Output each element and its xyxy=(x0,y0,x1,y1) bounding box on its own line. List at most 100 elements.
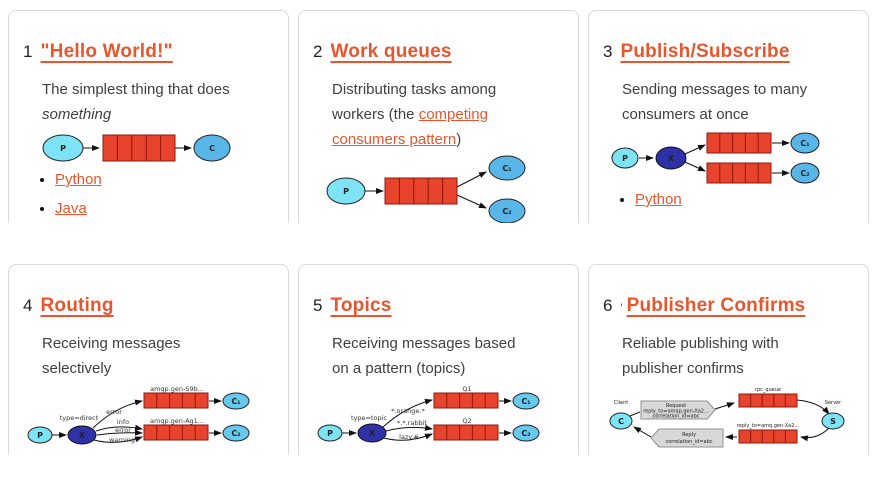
queue2-name-label: Q2 xyxy=(462,417,471,425)
producer-ellipse xyxy=(317,424,343,442)
description-emphasis: something xyxy=(42,106,112,123)
routing-diagram: amqp.gen-S9b... amqp.gen-Ag1... type=dir… xyxy=(27,385,250,445)
tutorial-description: Receiving messages based on a pattern (t… xyxy=(332,331,534,381)
tutorial-number: 6 xyxy=(603,296,613,315)
card-clip-6: 6 ' Publisher Confirms Reliable publishi… xyxy=(588,264,871,455)
publisher-confirms-diagram: Client Server rpc_queue reply_to=amq.gen… xyxy=(609,387,845,448)
description-text: The simplest thing that does xyxy=(42,81,230,98)
tutorial-number: 3 xyxy=(603,42,613,61)
queue2-name-label: amqp.gen-Ag1... xyxy=(150,417,204,425)
consumer2-ellipse xyxy=(790,162,820,184)
client-name-label: Client xyxy=(614,400,629,406)
consumer2-ellipse xyxy=(488,198,526,223)
binding-label: warning xyxy=(109,436,135,444)
producer-label: P xyxy=(343,187,349,196)
consumer1-label: C₁ xyxy=(502,164,512,173)
request-correlation-id: correlation_id=abc xyxy=(652,414,699,420)
consumer2-ellipse xyxy=(512,424,540,442)
python-link[interactable]: Python xyxy=(635,191,682,208)
list-item: Java xyxy=(55,200,288,217)
arrow xyxy=(456,194,487,209)
consumer2-label: C₂ xyxy=(800,169,810,178)
list-item: Python xyxy=(55,171,288,188)
producer-label: P xyxy=(622,154,628,163)
card-clip-3: 3 Publish/Subscribe Sending messages to … xyxy=(588,10,871,223)
exchange-ellipse xyxy=(655,146,687,170)
hello-world-diagram: P C xyxy=(42,134,231,162)
server-ellipse xyxy=(821,412,845,430)
arrow xyxy=(456,171,487,188)
binding-arrow xyxy=(96,429,143,436)
tutorial-number: 1 xyxy=(23,42,33,61)
description-text: Receiving messages selectively xyxy=(42,335,181,377)
tutorial-description: Distributing tasks among workers (the co… xyxy=(332,77,534,152)
tutorial-title-link[interactable]: Routing xyxy=(40,295,114,316)
description-text: Sending messages to many consumers at on… xyxy=(622,81,808,123)
producer-ellipse xyxy=(42,134,84,162)
tutorial-description: The simplest thing that does something xyxy=(42,77,244,127)
card-clip-1: 1 "Hello World!" The simplest thing that… xyxy=(8,10,291,223)
description-text: Reliable publishing with publisher confi… xyxy=(622,335,779,377)
binding-label: error xyxy=(115,426,131,434)
arrow xyxy=(796,399,830,415)
language-links: Python Java xyxy=(635,191,868,223)
queue-icon xyxy=(433,392,499,409)
queue-icon xyxy=(143,424,209,441)
java-link[interactable]: Java xyxy=(55,200,87,217)
reply-correlation-id: correlation_id=abc xyxy=(665,439,712,445)
request-title: Request xyxy=(666,403,686,409)
exchange-type-label: type=topic xyxy=(351,414,387,422)
description-text: ) xyxy=(456,131,462,148)
consumer-ellipse xyxy=(193,134,231,162)
consumer1-label: C₁ xyxy=(800,139,810,148)
binding-arrow xyxy=(92,399,143,429)
tutorial-description: Sending messages to many consumers at on… xyxy=(622,77,824,127)
arrow xyxy=(684,161,706,172)
exchange-label: X xyxy=(369,429,376,438)
tutorial-title-link[interactable]: Publish/Subscribe xyxy=(620,41,790,62)
tutorial-card-work-queues: 2 Work queues Distributing tasks among w… xyxy=(298,10,579,223)
description-text: Distributing tasks among workers (the xyxy=(332,81,497,123)
producer-label: P xyxy=(37,431,43,440)
consumer2-label: C₂ xyxy=(521,429,531,438)
tutorial-number: 5 xyxy=(313,296,323,315)
reply-to-label: reply_to=amq.gen-Xa2... xyxy=(737,423,800,429)
tutorial-title-link[interactable]: Work queues xyxy=(330,41,452,62)
python-link[interactable]: Python xyxy=(55,171,102,188)
card-clip-4: 4 Routing Receiving messages selectively… xyxy=(8,264,291,455)
reply-title: Reply xyxy=(682,432,696,438)
consumer2-label: C₂ xyxy=(231,429,241,438)
arrow xyxy=(684,144,706,155)
queue1-name-label: amqp.gen-S9b... xyxy=(150,385,204,393)
list-item: Python xyxy=(635,191,868,208)
card-heading: 2 Work queues xyxy=(313,41,578,63)
tutorial-title-link[interactable]: Topics xyxy=(330,295,392,316)
java-link[interactable]: Java xyxy=(635,220,667,223)
producer-ellipse xyxy=(611,147,639,169)
binding-arrow xyxy=(382,398,433,428)
client-ellipse xyxy=(609,412,633,430)
binding-arrow xyxy=(95,424,143,432)
arrow xyxy=(800,427,830,442)
tutorial-card-publisher-confirms: 6 ' Publisher Confirms Reliable publishi… xyxy=(588,264,869,455)
producer-ellipse xyxy=(326,177,366,205)
card-heading: 5 Topics xyxy=(313,295,578,317)
queue-icon xyxy=(706,132,772,154)
tutorial-title-link[interactable]: "Hello World!" xyxy=(40,41,173,62)
queue-icon xyxy=(143,392,209,409)
producer-label: P xyxy=(327,429,333,438)
tutorial-card-publish-subscribe: 3 Publish/Subscribe Sending messages to … xyxy=(588,10,869,223)
card-clip-2: 2 Work queues Distributing tasks among w… xyxy=(298,10,581,223)
arrow xyxy=(629,411,641,417)
queue-icon xyxy=(433,424,499,441)
tutorial-title-link[interactable]: Publisher Confirms xyxy=(626,295,806,316)
exchange-label: X xyxy=(79,431,86,440)
consumer1-label: C₁ xyxy=(231,397,241,406)
work-queues-diagram: P C₁ C₂ xyxy=(326,155,526,223)
exchange-ellipse xyxy=(67,425,97,445)
competing-consumers-link[interactable]: competing consumers pattern xyxy=(332,106,488,148)
client-label: C xyxy=(618,417,624,426)
description-text: Receiving messages based on a pattern (t… xyxy=(332,335,516,377)
tutorial-card-routing: 4 Routing Receiving messages selectively… xyxy=(8,264,289,455)
